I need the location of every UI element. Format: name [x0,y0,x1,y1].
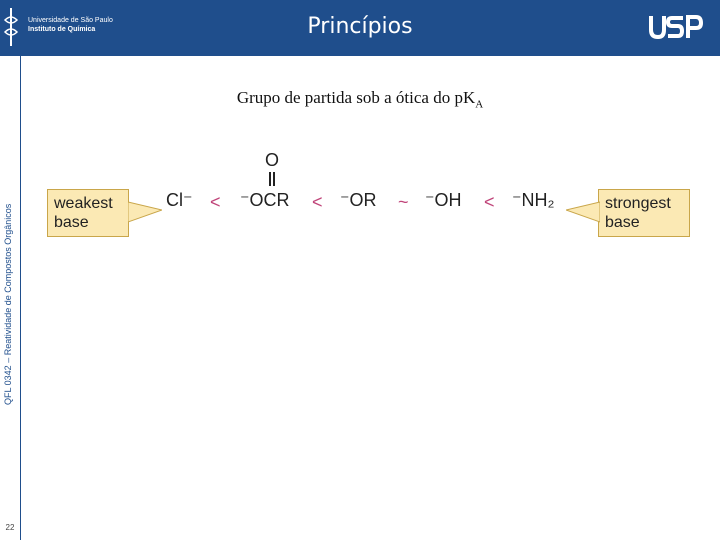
usp-logo [649,15,704,40]
alkoxide-ion: ⁻OR [340,190,377,210]
slide-subtitle: Grupo de partida sob a ótica do pKA [0,88,720,110]
right-callout-pointer-icon [566,201,600,223]
course-label: QFL 0342 – Reatividade de Compostos Orgâ… [3,203,13,405]
left-sidebar [0,56,21,540]
left-callout-pointer-icon [128,201,162,223]
leaving-group-series: Cl⁻ < ⁻OCR < ⁻OR ~ ⁻OH < ⁻NH₂ [0,180,720,240]
university-seal-icon [3,8,19,46]
carbonyl-double-bond [269,172,275,186]
logo-institute-name: Instituto de Química [28,26,96,33]
chloride-ion: Cl⁻ [166,190,193,210]
institute-logo: Universidade de São Paulo Instituto de Q… [0,0,120,56]
less-than-sign: < [312,192,323,212]
page-title: Princípios [307,14,413,39]
hydroxide-ion: ⁻OH [425,190,462,210]
subtitle-subscript: A [475,98,484,111]
carboxylate-ion: ⁻OCR [240,190,290,210]
subtitle-text: Grupo de partida sob a ótica do pK [236,88,476,107]
approx-sign: ~ [398,192,409,212]
logo-university-name: Universidade de São Paulo [28,17,113,24]
amide-ion: ⁻NH₂ [512,190,555,210]
page-number: 22 [5,523,15,532]
weakest-base-callout: weakest base [47,189,129,237]
header-bar: Universidade de São Paulo Instituto de Q… [0,0,720,56]
less-than-sign: < [484,192,495,212]
carbonyl-oxygen: O [265,150,280,170]
less-than-sign: < [210,192,221,212]
